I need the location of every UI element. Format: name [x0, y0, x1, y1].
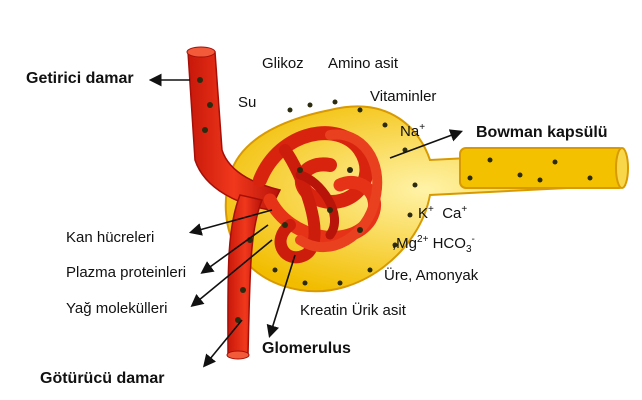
- label-mg-hco3: ,Mg2+ HCO3-: [392, 234, 475, 255]
- label-glikoz: Glikoz: [262, 55, 304, 72]
- pointer-arrows: [148, 73, 463, 368]
- label-amino-asit: Amino asit: [328, 55, 399, 72]
- label-goturucu-damar: Götürücü damar: [40, 370, 165, 387]
- label-yag-molekulleri: Yağ molekülleri: [66, 300, 168, 317]
- afferent-vessel: [187, 51, 282, 211]
- glomerulus-tuft: [253, 126, 383, 264]
- label-k-ca: K+ Ca+: [418, 204, 468, 222]
- label-glomerulus: Glomerulus: [262, 340, 351, 357]
- label-kan-hucreleri: Kan hücreleri: [66, 229, 155, 246]
- molecule-dots: [197, 77, 593, 323]
- label-getirici-damar: Getirici damar: [26, 70, 134, 87]
- arrow-goturucu: [202, 319, 243, 368]
- arrow-glomerulus: [266, 254, 296, 339]
- label-su: Su: [238, 94, 257, 111]
- label-vitaminler: Vitaminler: [370, 88, 437, 105]
- label-ure-amonyak: Üre, Amonyak: [384, 267, 479, 284]
- arrow-yag: [190, 239, 273, 308]
- label-kreatin-urik-asit: Kreatin Ürik asit: [300, 302, 406, 319]
- label-bowman-kapsulu: Bowman kapsülü: [476, 124, 608, 141]
- label-plazma-proteinleri: Plazma proteinleri: [66, 264, 187, 281]
- arrow-plazma: [200, 224, 269, 274]
- arrow-bowman: [389, 129, 463, 159]
- label-na: Na+: [400, 122, 426, 140]
- arrow-kan-hucreleri: [188, 209, 273, 236]
